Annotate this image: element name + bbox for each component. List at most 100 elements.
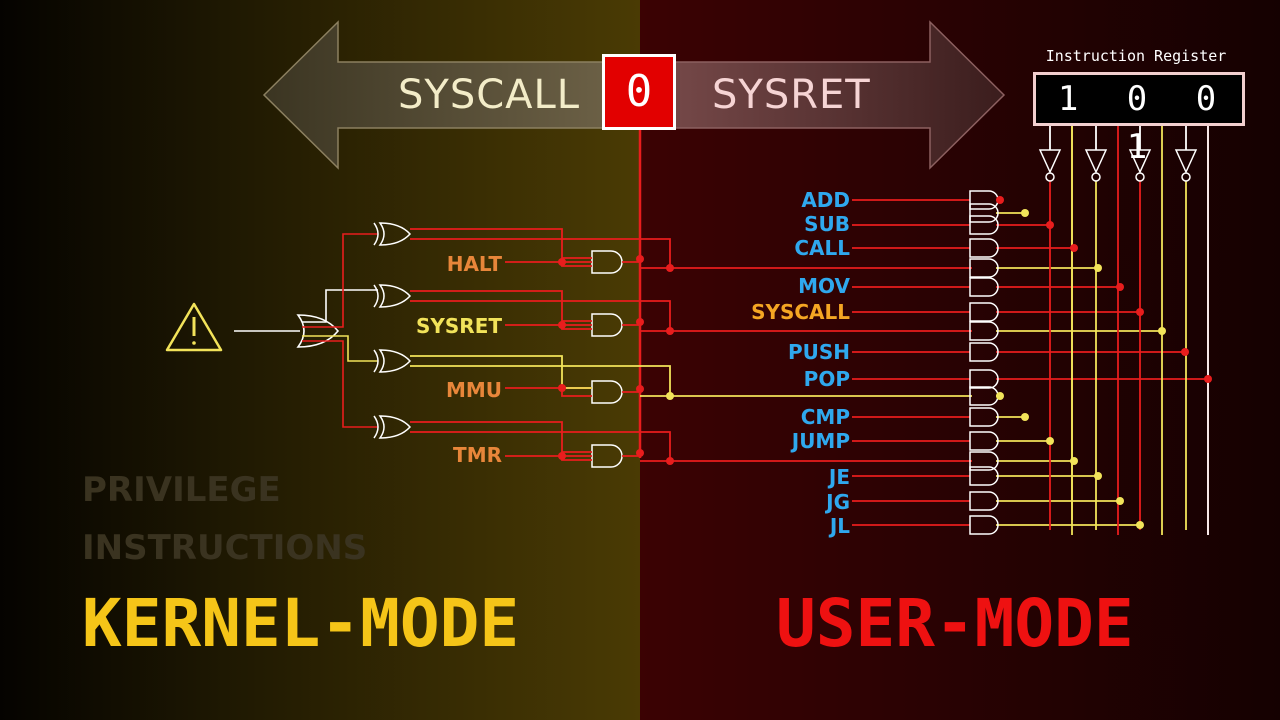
xor-feedback-wire (410, 431, 671, 461)
opcode-label-add: ADD (801, 188, 850, 212)
decoder-and-gate (969, 321, 999, 341)
junction-dot (1094, 264, 1102, 272)
xor-feedback-wire (410, 365, 671, 396)
inverter-gate (1038, 149, 1062, 174)
decoder-and-gate (969, 466, 999, 486)
xor-gate (378, 284, 412, 308)
junction-dot (1204, 375, 1212, 383)
decoder-and-gate (969, 386, 999, 406)
syscall-arrow-label: SYSCALL (398, 72, 581, 118)
mode-bit-box: 0 (602, 54, 676, 130)
xor-gate (378, 222, 412, 246)
and-gate (591, 313, 623, 337)
opcode-label-jg: JG (826, 490, 850, 514)
privilege-caption-line2: INSTRUCTIONS (82, 528, 368, 568)
xor-gate-back (373, 222, 379, 246)
decoder-and-gate (969, 431, 999, 451)
xor-to-and-wire (410, 421, 592, 453)
junction-dot (996, 392, 1004, 400)
opcode-label-pop: POP (803, 367, 850, 391)
decoder-and-gate (969, 215, 999, 235)
decoder-and-gate (969, 277, 999, 297)
decoder-and-gate (969, 203, 999, 223)
opcode-label-jl: JL (829, 514, 850, 538)
decoder-and-gate (969, 451, 999, 471)
decoder-and-gate (969, 369, 999, 389)
user-mode-title: USER-MODE (776, 585, 1134, 662)
signal-label-sysret: SYSRET (416, 314, 502, 338)
junction-dot (1158, 327, 1166, 335)
xor-to-and-wire (410, 355, 592, 389)
decoder-and-gate (969, 258, 999, 278)
inverter-gate (1084, 149, 1108, 174)
opcode-label-jump: JUMP (791, 429, 850, 453)
junction-dot (1116, 497, 1124, 505)
warning-triangle-icon (165, 302, 223, 352)
signal-label-tmr: TMR (453, 443, 502, 467)
junction-dot (1094, 472, 1102, 480)
xor-gate (378, 415, 412, 439)
decoder-and-gate (969, 342, 999, 362)
junction-dot (558, 258, 566, 266)
or-input-wires (302, 233, 378, 428)
inverter-gate (1174, 149, 1198, 174)
opcode-label-sub: SUB (804, 212, 850, 236)
inverter-bubble (1135, 172, 1145, 182)
inverter-bubble (1045, 172, 1055, 182)
junction-dot (996, 196, 1004, 204)
xor-to-and-wire (410, 290, 592, 322)
opcode-label-call: CALL (794, 236, 850, 260)
kernel-mode-title: KERNEL-MODE (82, 585, 520, 662)
junction-dot (666, 327, 674, 335)
junction-dot (636, 449, 644, 457)
xor-gate-back (373, 415, 379, 439)
junction-dot (666, 457, 674, 465)
xor-feedback-wire (410, 238, 671, 268)
junction-dot (1136, 521, 1144, 529)
decoder-and-gate (969, 190, 999, 210)
and-gate (591, 250, 623, 274)
decoder-and-gate (969, 407, 999, 427)
branch-wire (561, 388, 592, 397)
junction-dot (1021, 413, 1029, 421)
instruction-register-title: Instruction Register (1045, 47, 1227, 65)
privilege-caption-line1: PRIVILEGE (82, 470, 281, 510)
junction-dot (1046, 221, 1054, 229)
and-gate (591, 444, 623, 468)
instruction-register-value: 1 0 0 1 (1033, 72, 1245, 167)
junction-dot (666, 264, 674, 272)
xor-gate-back (373, 349, 379, 373)
junction-dot (636, 318, 644, 326)
decoder-and-gate (969, 491, 999, 511)
junction-dot (1116, 283, 1124, 291)
decoder-and-gate (969, 515, 999, 535)
inverter-bubble (1181, 172, 1191, 182)
sysret-arrow-label: SYSRET (712, 72, 871, 118)
opcode-label-syscall: SYSCALL (751, 300, 850, 324)
junction-dot (1070, 244, 1078, 252)
inverter-bubble (1091, 172, 1101, 182)
signal-label-mmu: MMU (445, 378, 502, 402)
opcode-label-push: PUSH (787, 340, 850, 364)
and-gate (591, 380, 623, 404)
junction-dot (636, 255, 644, 263)
junction-dot (1181, 348, 1189, 356)
opcode-label-je: JE (828, 465, 850, 489)
junction-dot (1021, 209, 1029, 217)
opcode-label-mov: MOV (798, 274, 850, 298)
junction-dot (636, 385, 644, 393)
or-gate (296, 314, 340, 348)
signal-label-halt: HALT (446, 252, 502, 276)
xor-gate (378, 349, 412, 373)
junction-dot (558, 384, 566, 392)
opcode-label-cmp: CMP (800, 405, 850, 429)
junction-dot (1070, 457, 1078, 465)
junction-dot (558, 321, 566, 329)
junction-dot (1136, 308, 1144, 316)
xor-feedback-wire (410, 300, 671, 331)
junction-dot (558, 452, 566, 460)
junction-dot (1046, 437, 1054, 445)
decoder-and-gate (969, 238, 999, 258)
decoder-and-gate (969, 302, 999, 322)
